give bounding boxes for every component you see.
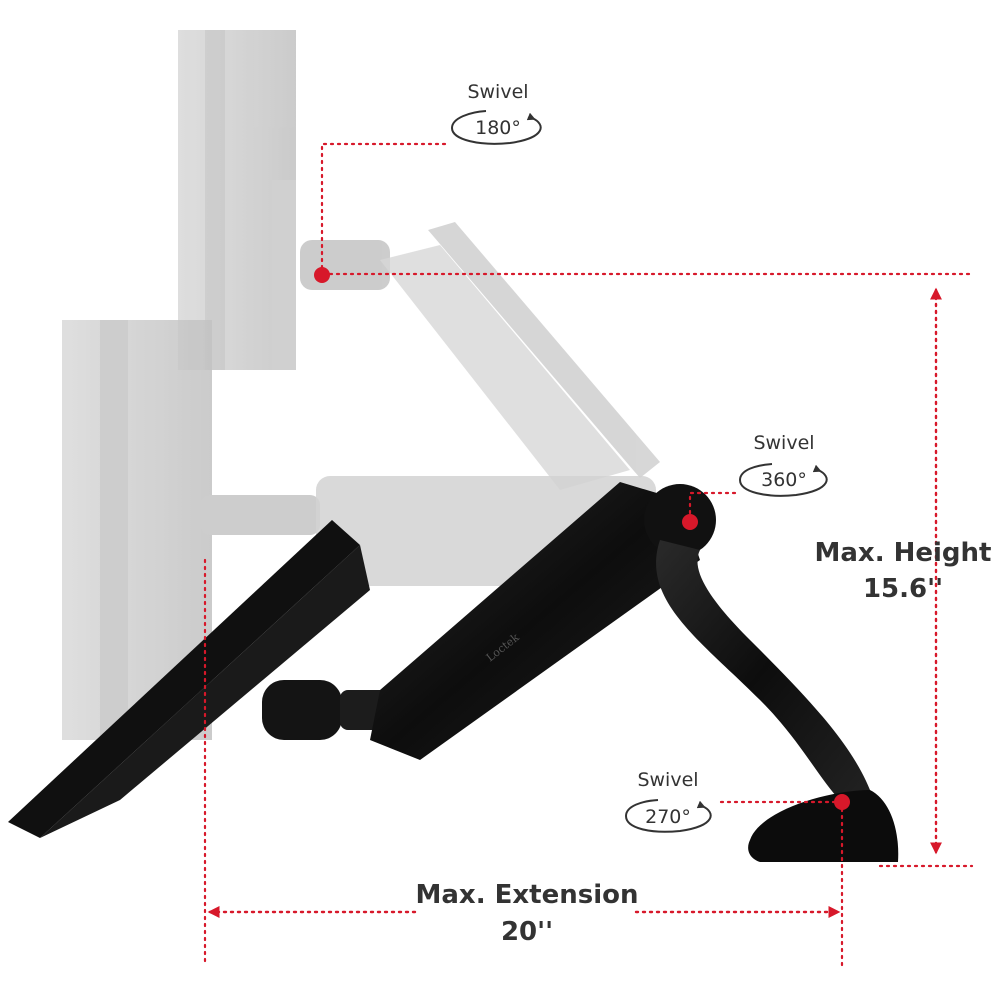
pivot-dot-base xyxy=(834,794,850,810)
pivot-dot-head xyxy=(314,267,330,283)
swivel-rotation-icon xyxy=(738,463,828,497)
ghost-monitor-tilted xyxy=(380,222,660,490)
swivel-rotation-icon xyxy=(624,799,712,833)
ghost-monitor-top xyxy=(178,30,390,370)
swivel-rotation-icon xyxy=(450,110,542,145)
monitor-arm xyxy=(8,482,899,862)
swivel-angle: 360° xyxy=(761,469,807,491)
max-extension-label: Max. Extension 20'' xyxy=(416,880,639,947)
swivel-270-label: Swivel 270° xyxy=(624,769,712,833)
swivel-title: Swivel xyxy=(753,432,814,454)
swivel-title: Swivel xyxy=(467,81,528,103)
swivel-title: Swivel xyxy=(637,769,698,791)
max-extension-value: 20'' xyxy=(501,917,553,947)
swivel-angle: 180° xyxy=(475,117,521,139)
max-extension-title: Max. Extension xyxy=(416,880,639,910)
swivel-360-label: Swivel 360° xyxy=(738,432,828,497)
swivel-angle: 270° xyxy=(645,806,691,828)
pivot-dot-elbow xyxy=(682,514,698,530)
max-height-title: Max. Height xyxy=(815,538,991,568)
swivel-180-label: Swivel 180° xyxy=(450,81,542,145)
swivel-180-leader xyxy=(320,142,452,277)
max-height-value: 15.6'' xyxy=(863,574,943,604)
max-height-label: Max. Height 15.6'' xyxy=(815,538,991,604)
swivel-360-leader xyxy=(688,491,742,522)
